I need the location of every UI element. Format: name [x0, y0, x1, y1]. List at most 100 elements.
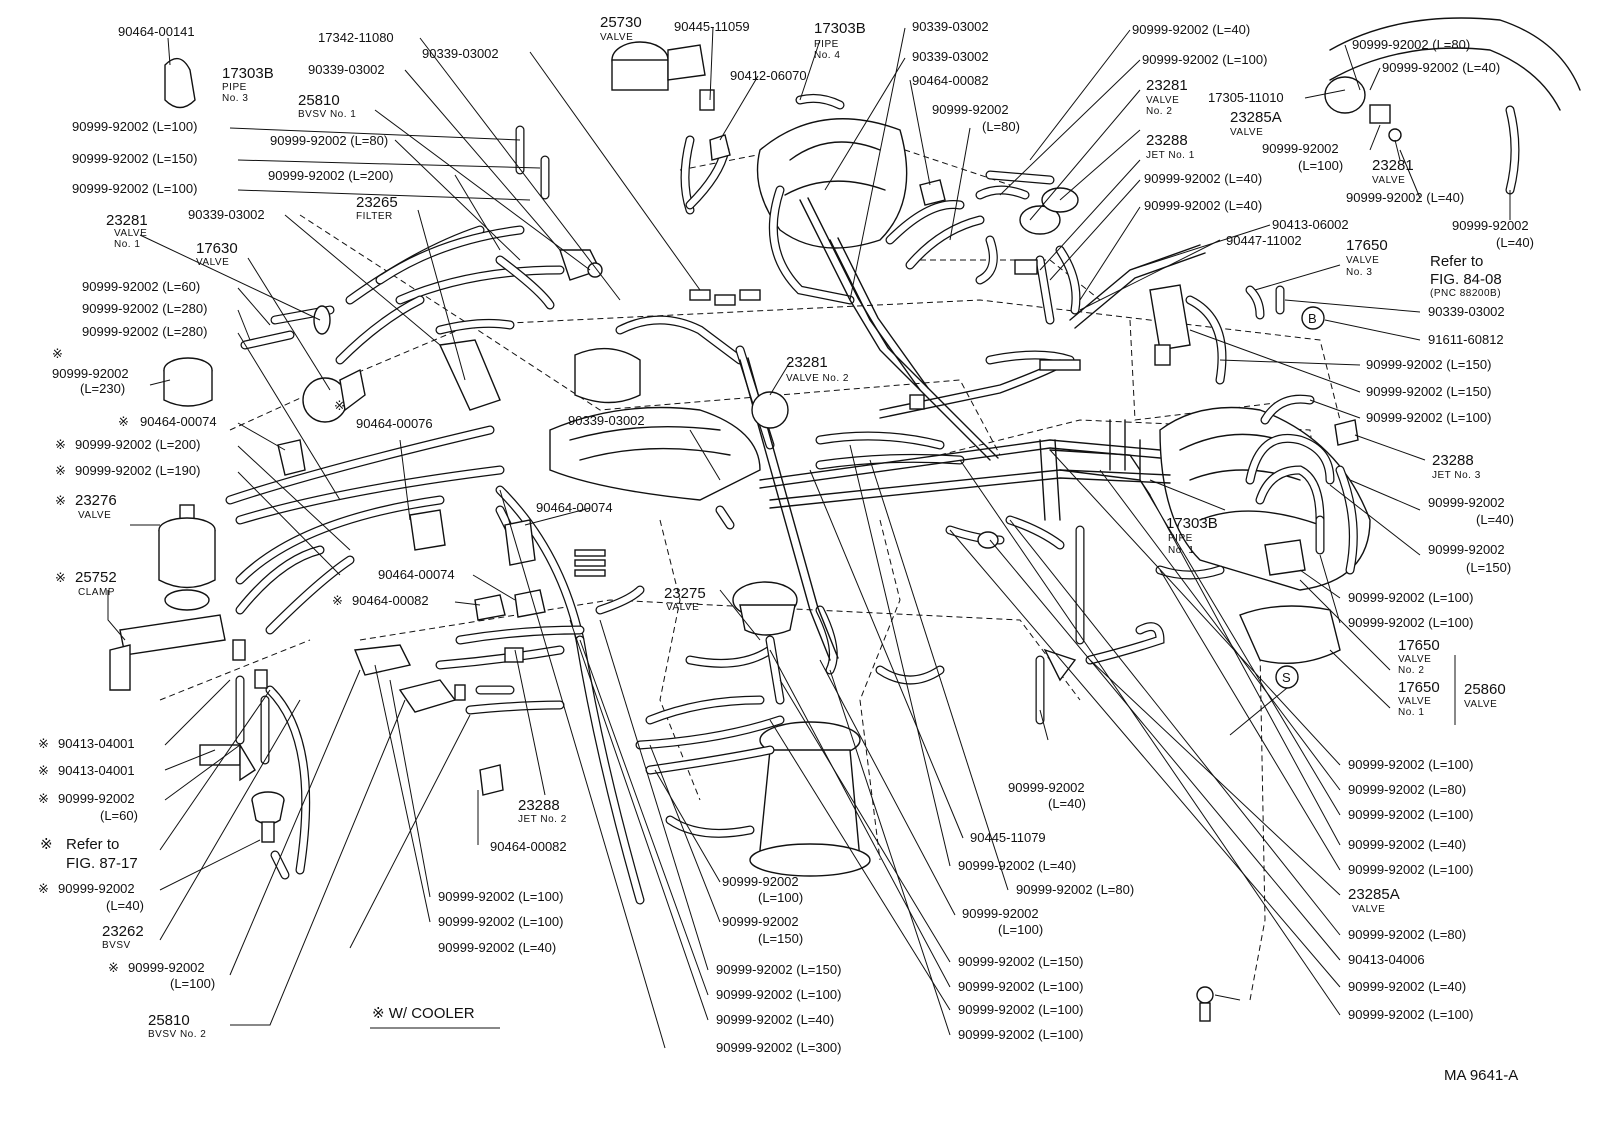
label-l67a: (L=40)	[1048, 796, 1086, 811]
label-l54a: (L=150)	[758, 931, 803, 946]
label-l66: 90999-92002 (L=100)	[958, 1027, 1083, 1042]
label-l109: 90999-92002 (L=100)	[1348, 1007, 1473, 1022]
label-l107: 90413-04006	[1348, 952, 1425, 967]
label-l50: 90999-92002 (L=100)	[438, 889, 563, 904]
label-star-7: ※	[38, 736, 49, 751]
label-l84a: VALVE	[1346, 255, 1379, 266]
label-l42a: VALVE No. 2	[786, 373, 849, 384]
label-l23: 90999-92002	[128, 960, 205, 975]
label-l22a: BVSV	[102, 940, 131, 951]
label-l15: 23276	[75, 492, 117, 509]
label-l22: 23262	[102, 923, 144, 940]
label-l44: 90464-00074	[536, 500, 613, 515]
label-l45: 90464-00074	[378, 567, 455, 582]
label-l7: 17630	[196, 240, 238, 257]
label-l48a: JET No. 2	[518, 814, 567, 825]
label-l23a: (L=100)	[170, 976, 215, 991]
label-l37a: PIPE	[814, 39, 839, 50]
label-l94b: No. 1	[1168, 545, 1194, 556]
label-l81: 23281	[1372, 157, 1414, 174]
label-l47: 23275	[664, 585, 706, 602]
label-l105a: VALVE	[1352, 904, 1385, 915]
valve-components	[109, 41, 1402, 1022]
label-star-1: ※	[52, 346, 63, 361]
label-l85b: (PNC 88200B)	[1430, 288, 1501, 299]
label-l60: 90999-92002 (L=40)	[958, 858, 1076, 873]
label-l99a: VALVE	[1464, 699, 1497, 710]
label-l11: 90999-92002	[52, 366, 129, 381]
label-l92: 90999-92002	[1428, 495, 1505, 510]
label-l70: 23281	[1146, 77, 1188, 94]
label-l37: 17303B	[814, 20, 866, 37]
part-labels: 90464-00141 17303B PIPE No. 3 90999-9200…	[38, 14, 1534, 1084]
label-l7a: VALVE	[196, 257, 229, 268]
label-l61: 90999-92002 (L=80)	[1016, 882, 1134, 897]
label-l13: 90999-92002 (L=200)	[75, 437, 200, 452]
label-l53: 90999-92002	[722, 874, 799, 889]
label-l85: Refer to	[1430, 253, 1483, 270]
label-l97: 17650	[1398, 637, 1440, 654]
label-l105: 23285A	[1348, 886, 1400, 903]
label-star-5: ※	[55, 493, 66, 508]
label-l71a: VALVE	[1230, 127, 1263, 138]
label-l25: 17342-11080	[318, 30, 394, 45]
label-l12: 90464-00074	[140, 414, 217, 429]
label-l74: 90999-92002 (L=40)	[1144, 198, 1262, 213]
label-l93: 90999-92002	[1428, 542, 1505, 557]
top-right-duct	[1329, 17, 1581, 195]
label-l87: 91611-60812	[1428, 332, 1504, 347]
label-l11a: (L=230)	[80, 381, 125, 396]
label-l67: 90999-92002	[1008, 780, 1085, 795]
label-l5: 90999-92002 (L=100)	[72, 181, 197, 196]
label-l38: 90339-03002	[912, 19, 989, 34]
label-l19: 90999-92002	[58, 791, 135, 806]
label-l98: 17650	[1398, 679, 1440, 696]
label-star-2: ※	[118, 414, 129, 429]
label-l21: 90999-92002	[58, 881, 135, 896]
label-l56: 90999-92002 (L=100)	[716, 987, 841, 1002]
label-l2: 17303B	[222, 65, 274, 82]
label-l72: 23288	[1146, 132, 1188, 149]
label-l70b: No. 2	[1146, 106, 1172, 117]
label-l78: 90999-92002 (L=40)	[1382, 60, 1500, 75]
label-star-10: ※	[40, 836, 53, 853]
label-l19a: (L=60)	[100, 808, 138, 823]
label-star-4: ※	[55, 463, 66, 478]
label-l80: 90999-92002	[1262, 141, 1339, 156]
label-l96: 90999-92002 (L=100)	[1348, 615, 1473, 630]
label-l46: 90464-00082	[352, 593, 429, 608]
label-l82: 90999-92002 (L=40)	[1346, 190, 1464, 205]
metal-pipes	[739, 197, 1206, 661]
label-l84b: No. 3	[1346, 267, 1372, 278]
label-l49: 90464-00082	[490, 839, 567, 854]
label-l97b: No. 2	[1398, 665, 1424, 676]
label-l106: 90999-92002 (L=80)	[1348, 927, 1466, 942]
label-l30: 90999-92002 (L=200)	[268, 168, 393, 183]
label-l8: 90999-92002 (L=60)	[82, 279, 200, 294]
label-l91a: JET No. 3	[1432, 470, 1481, 481]
label-l37b: No. 4	[814, 50, 840, 61]
label-star-9: ※	[38, 791, 49, 806]
label-l92a: (L=40)	[1476, 512, 1514, 527]
label-l51: 90999-92002 (L=100)	[438, 914, 563, 929]
label-star-8: ※	[38, 763, 49, 778]
label-l15a: VALVE	[78, 510, 111, 521]
label-l17: 90413-04001	[58, 736, 135, 751]
label-l86: 90339-03002	[1428, 304, 1505, 319]
label-l98b: No. 1	[1398, 707, 1424, 718]
label-l100: 90999-92002 (L=100)	[1348, 757, 1473, 772]
label-l31: 23265	[356, 194, 398, 211]
label-l68: 90999-92002 (L=40)	[1132, 22, 1250, 37]
label-l97a: VALVE	[1398, 654, 1431, 665]
label-l3: 90999-92002 (L=100)	[72, 119, 197, 134]
label-l90: 90999-92002 (L=100)	[1366, 410, 1491, 425]
label-l62a: (L=100)	[998, 922, 1043, 937]
label-star-6: ※	[55, 570, 66, 585]
label-l40: 90464-00082	[912, 73, 989, 88]
label-l83a: (L=40)	[1496, 235, 1534, 250]
label-l52: 90999-92002 (L=40)	[438, 940, 556, 955]
label-l4: 90999-92002 (L=150)	[72, 151, 197, 166]
label-l73: 90999-92002 (L=40)	[1144, 171, 1262, 186]
label-l65: 90999-92002 (L=100)	[958, 1002, 1083, 1017]
label-l34a: VALVE	[600, 32, 633, 43]
